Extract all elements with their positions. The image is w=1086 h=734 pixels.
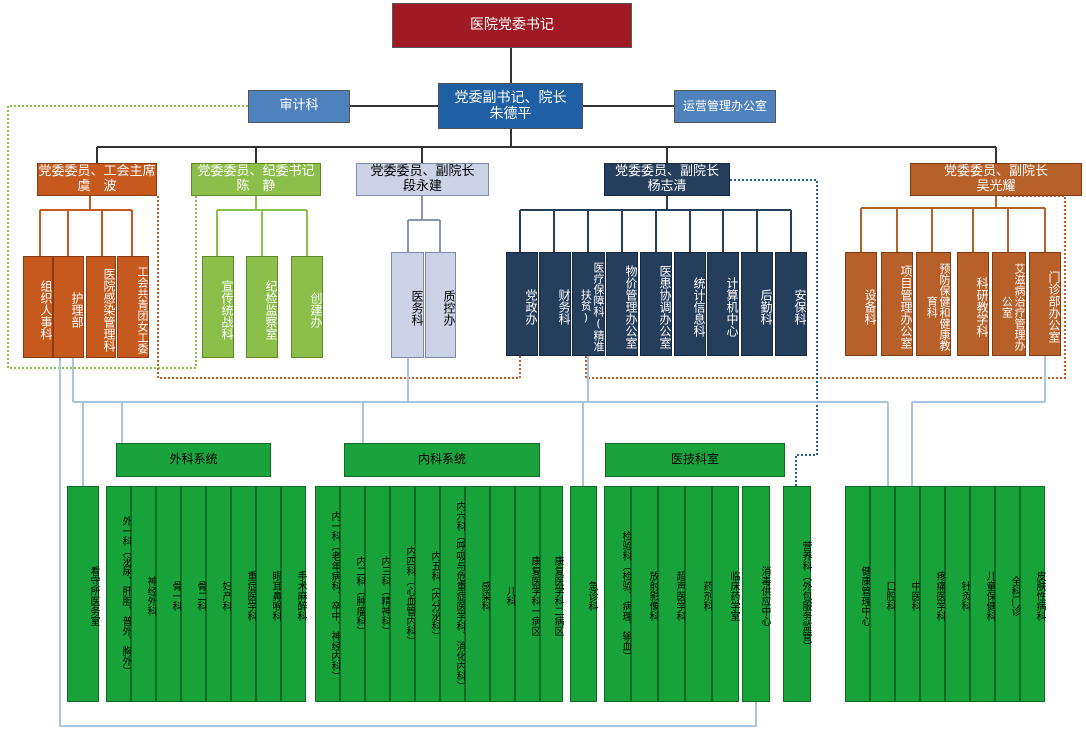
right-clinic-dept: 针灸科 bbox=[945, 486, 970, 702]
medtech-dept: 药剂科 bbox=[685, 486, 712, 702]
head-name: 陈 静 bbox=[236, 178, 276, 194]
head-title: 党委委员、副院长 bbox=[614, 163, 719, 179]
dept-organization-hr: 组织人事科 bbox=[23, 256, 53, 358]
clinic-detention-medical: 看守所医务室 bbox=[67, 486, 99, 702]
dept-publicity: 宣传统战科 bbox=[202, 256, 234, 358]
dept-equipment: 设备科 bbox=[845, 252, 877, 356]
medicine-dept: 康复医学科二病区 bbox=[540, 486, 563, 702]
dept-nursing: 护理部 bbox=[53, 256, 84, 358]
dept-computer-center: 计算机中心 bbox=[707, 252, 739, 356]
dept-patient-relations: 医患协调办公室 bbox=[640, 252, 672, 356]
dept-party-admin-office: 党政办 bbox=[506, 252, 538, 356]
medtech-dept: 检验科（检验、病理、输血） bbox=[604, 486, 631, 702]
head-name: 杨志清 bbox=[647, 178, 687, 194]
dept-finance: 财务科 bbox=[539, 252, 571, 356]
dept-pricing: 物价管理办公室 bbox=[606, 252, 638, 356]
dept-project-management: 项目管理办公室 bbox=[881, 252, 913, 356]
medicine-dept: 内三科（精神科） bbox=[365, 486, 390, 702]
head-title: 党委委员、工会主席 bbox=[38, 163, 156, 179]
medtech-dept: 放射影像科 bbox=[631, 486, 658, 702]
head-name: 虞 波 bbox=[77, 178, 117, 194]
hospital-party-secretary: 医院党委书记 bbox=[392, 3, 632, 48]
dept-medical-affairs: 医务科 bbox=[391, 252, 424, 358]
medicine-dept: 内二科（肿瘤科） bbox=[340, 486, 365, 702]
dept-aids-treatment: 艾滋病治疗管理办公室 bbox=[992, 252, 1026, 356]
dept-medical-insurance: 医疗保障科(精准扶贫) bbox=[572, 252, 605, 356]
medicine-dept: 内五科（内分泌科） bbox=[415, 486, 440, 702]
head-union-chair: 党委委员、工会主席 虞 波 bbox=[37, 163, 157, 196]
head-vice-president-duan: 党委委员、副院长 段永建 bbox=[356, 163, 489, 196]
dept-prevention-health: 预防保健和健康教育科 bbox=[916, 252, 951, 356]
right-clinic-dept: 皮肤性病科 bbox=[1020, 486, 1045, 702]
medicine-dept: 内六科（呼吸与危重症医学科、消化内科） bbox=[440, 486, 465, 702]
right-clinic-dept: 疼痛医学科 bbox=[920, 486, 945, 702]
operations-management-office: 运营管理办公室 bbox=[674, 90, 776, 123]
medicine-dept: 内四科（心血管内科） bbox=[390, 486, 415, 702]
medicine-dept: 儿科 bbox=[490, 486, 515, 702]
surgery-dept: 外一科（泌尿、肝胆、普外、胸外） bbox=[106, 486, 131, 702]
medtech-dept: 临床药学室 bbox=[712, 486, 739, 702]
right-clinic-dept: 全科门诊 bbox=[995, 486, 1020, 702]
deputy-secretary-president: 党委副书记、院长 朱德平 bbox=[438, 83, 583, 129]
head-name: 吴光耀 bbox=[976, 178, 1016, 194]
internal-medicine-system-bar: 内科系统 bbox=[344, 443, 540, 477]
dept-outpatient-office: 门诊部办公室 bbox=[1029, 252, 1061, 356]
medicine-dept: 康复医学科一病区 bbox=[515, 486, 540, 702]
medicine-dept: 内一科（老年病科、卒中、神经内科） bbox=[315, 486, 340, 702]
surgery-dept: 重症医学科 bbox=[231, 486, 256, 702]
surgery-dept: 骨一科 bbox=[156, 486, 181, 702]
right-clinic-dept: 儿童保健科 bbox=[970, 486, 995, 702]
surgery-system-bar: 外科系统 bbox=[116, 443, 271, 477]
head-title: 党委委员、副院长 bbox=[370, 163, 475, 179]
surgery-dept: 妇产科 bbox=[206, 486, 231, 702]
surgery-dept: 骨二科 bbox=[181, 486, 206, 702]
dept-quality-control: 质控办 bbox=[425, 252, 456, 358]
dept-statistics: 统计信息科 bbox=[674, 252, 706, 356]
medical-technology-bar: 医技科室 bbox=[605, 443, 785, 477]
head-title: 党委委员、副院长 bbox=[943, 163, 1048, 179]
surgery-dept: 眼耳鼻喉科 bbox=[256, 486, 281, 702]
right-clinic-dept: 健康管理中心 bbox=[845, 486, 870, 702]
dept-infection-control: 医院感染管理科 bbox=[86, 256, 116, 358]
dept-research-teaching: 科研教学科 bbox=[957, 252, 989, 356]
right-clinic-dept: 中医科 bbox=[895, 486, 920, 702]
head-discipline-secretary: 党委委员、纪委书记 陈 静 bbox=[191, 163, 321, 196]
audit-department: 审计科 bbox=[248, 90, 350, 123]
dept-logistics: 后勤科 bbox=[741, 252, 773, 356]
medicine-dept: 感染科 bbox=[465, 486, 490, 702]
dept-security: 安保科 bbox=[775, 252, 807, 356]
head-name: 段永建 bbox=[402, 178, 442, 194]
head-title: 党委委员、纪委书记 bbox=[197, 163, 315, 179]
medtech-dept: 超声医学科 bbox=[658, 486, 685, 702]
nutrition-dept: 营养科（外包服务监管） bbox=[783, 486, 811, 702]
surgery-dept: 神经外科 bbox=[131, 486, 156, 702]
surgery-dept: 手术麻醉科 bbox=[281, 486, 306, 702]
center-title: 党委副书记、院长 bbox=[454, 89, 567, 106]
dept-discipline-inspection: 纪检监察室 bbox=[246, 256, 278, 358]
head-vice-president-yang: 党委委员、副院长 杨志清 bbox=[604, 163, 730, 196]
dept-creation-office: 创建办 bbox=[291, 256, 323, 358]
dept-union: 工会共青团女工委 bbox=[117, 256, 149, 358]
center-name: 朱德平 bbox=[489, 106, 532, 122]
right-clinic-dept: 口腔科 bbox=[870, 486, 895, 702]
emergency-dept: 急诊科 bbox=[570, 486, 597, 702]
disinfection-supply-center: 消毒供应中心 bbox=[742, 486, 770, 702]
head-vice-president-wu: 党委委员、副院长 吴光耀 bbox=[910, 163, 1082, 196]
